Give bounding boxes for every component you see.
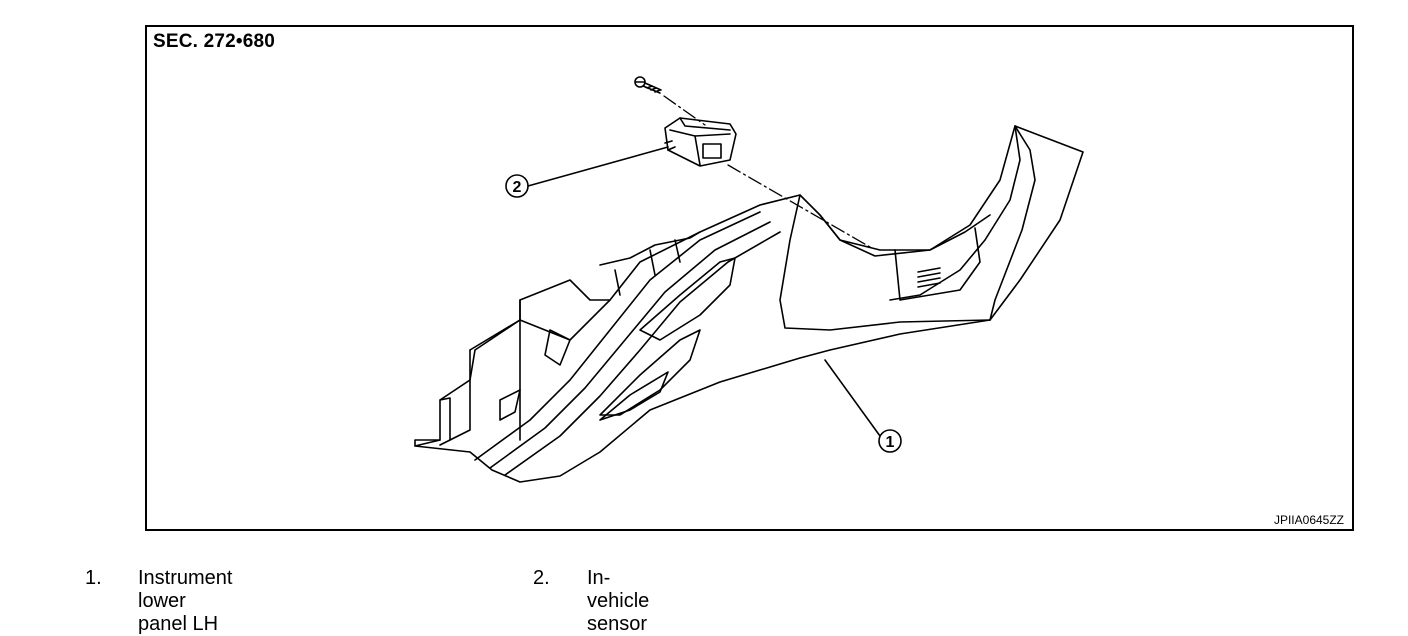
callout-2-circle [505, 174, 529, 198]
figure-code: JPIIA0645ZZ [1273, 513, 1344, 527]
diagram-frame [145, 25, 1354, 531]
legend-text-2: In-vehicle sensor [587, 567, 650, 635]
leader-line-2 [527, 146, 669, 187]
callout-2-mark: 2 [513, 179, 522, 196]
callout-1-mark: 1 [886, 434, 895, 451]
legend-number-1: 1. [85, 567, 102, 589]
leader-line-1 [824, 359, 881, 437]
instrument-lower-panel-part [414, 125, 1084, 483]
in-vehicle-sensor-part [664, 117, 737, 167]
section-label: SEC. 272•680 [153, 31, 276, 52]
vent-grille [917, 267, 941, 288]
legend-number-2: 2. [533, 567, 550, 589]
callout-1-circle [878, 429, 902, 453]
screw-part [634, 76, 662, 94]
legend-text-1: Instrument lower panel LH [138, 567, 233, 635]
